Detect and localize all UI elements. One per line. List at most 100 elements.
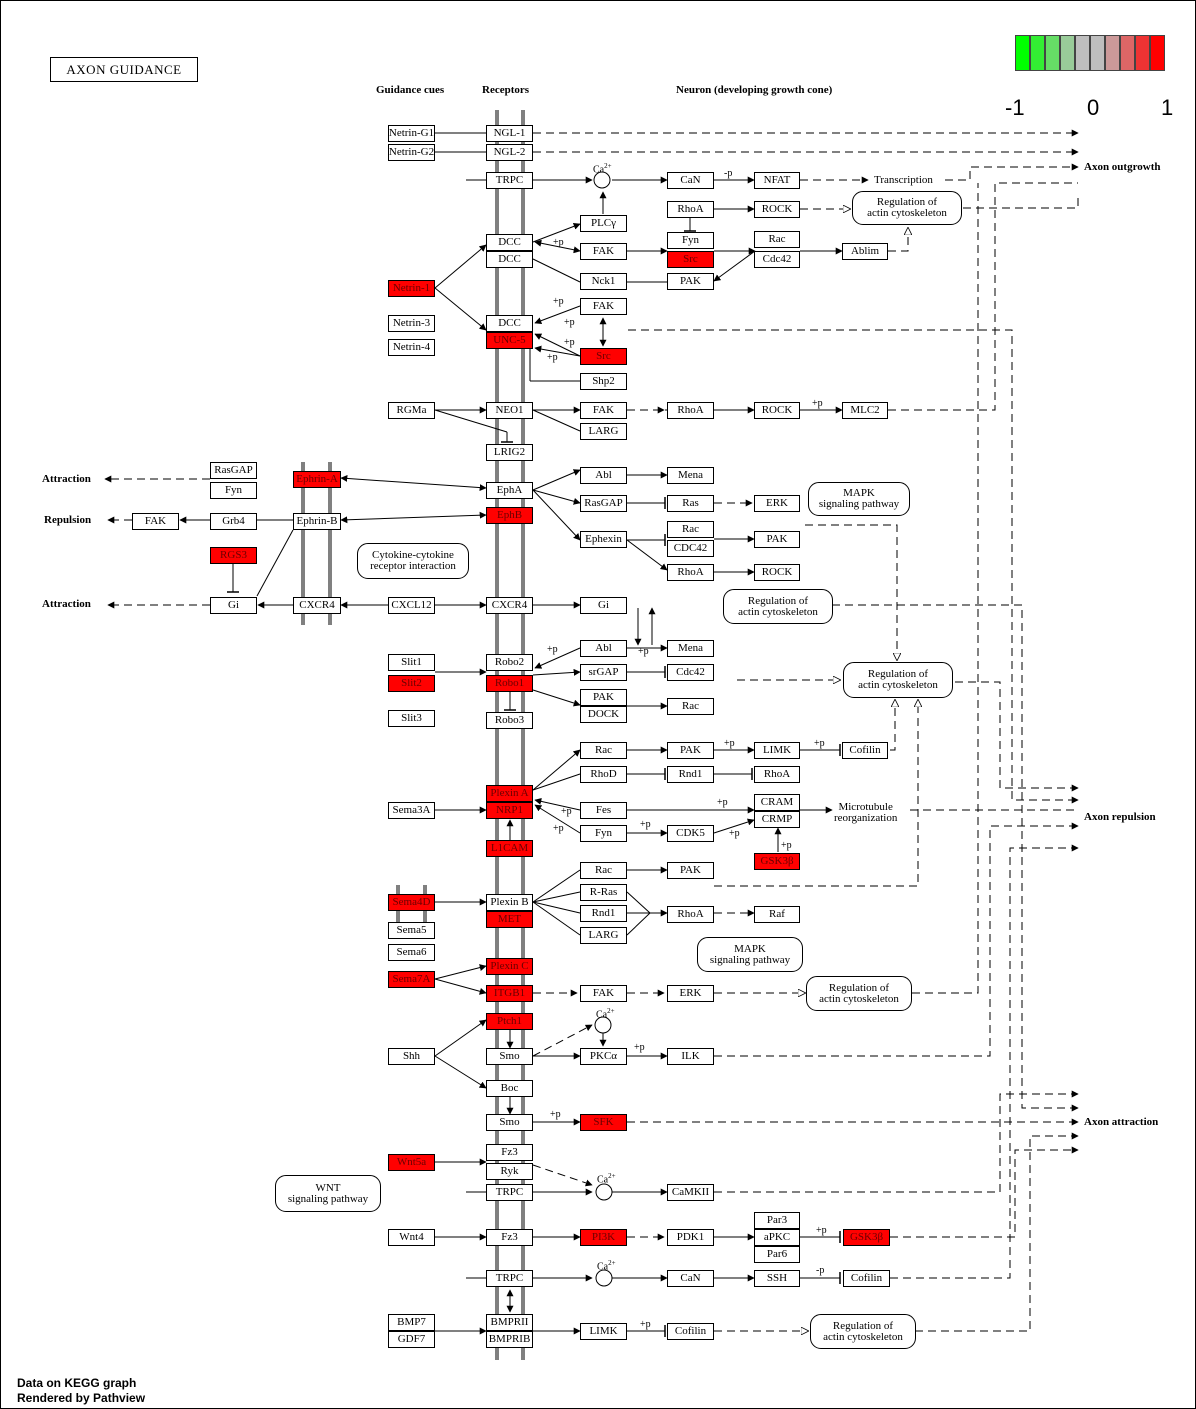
gene-node[interactable]: Rac — [667, 521, 714, 538]
gene-node[interactable]: Cofilin — [842, 742, 888, 759]
gene-node[interactable]: NEO1 — [486, 402, 533, 419]
gene-node[interactable]: PDK1 — [667, 1229, 714, 1246]
gene-node[interactable]: Mena — [667, 640, 714, 657]
gene-node[interactable]: Netrin-G1 — [388, 125, 435, 142]
gene-node[interactable]: Shp2 — [580, 373, 627, 390]
gene-node[interactable]: RhoA — [667, 201, 714, 218]
gene-node[interactable]: LARG — [580, 927, 627, 944]
gene-node[interactable]: SSH — [754, 1270, 800, 1287]
gene-node[interactable]: Fes — [580, 802, 627, 819]
gene-node[interactable]: Par3 — [754, 1212, 800, 1229]
gene-node[interactable]: Slit2 — [388, 675, 435, 692]
gene-node[interactable]: BMPRIB — [486, 1331, 533, 1348]
gene-node[interactable]: FAK — [580, 985, 627, 1002]
gene-node[interactable]: CXCR4 — [293, 597, 341, 614]
gene-node[interactable]: CXCL12 — [388, 597, 435, 614]
gene-node[interactable]: Nck1 — [580, 273, 627, 290]
gene-node[interactable]: Rnd1 — [580, 905, 627, 922]
gene-node[interactable]: TRPC — [486, 1270, 533, 1287]
gene-node[interactable]: Abl — [580, 467, 627, 484]
gene-node[interactable]: RhoA — [667, 906, 714, 923]
gene-node[interactable]: PI3K — [580, 1229, 627, 1246]
gene-node[interactable]: Sema5 — [388, 922, 435, 939]
gene-node[interactable]: NFAT — [754, 172, 800, 189]
gene-node[interactable]: PLCγ — [580, 215, 627, 232]
gene-node[interactable]: FAK — [580, 298, 627, 315]
gene-node[interactable]: CDC42 — [667, 540, 714, 557]
gene-node[interactable]: Ephexin — [580, 531, 627, 548]
gene-node[interactable]: Netrin-1 — [388, 280, 435, 297]
gene-node[interactable]: GSK3β — [843, 1229, 890, 1246]
gene-node[interactable]: PAK — [667, 862, 714, 879]
gene-node[interactable]: NGL-1 — [486, 125, 533, 142]
gene-node[interactable]: MLC2 — [842, 402, 888, 419]
gene-node[interactable]: CXCR4 — [486, 597, 533, 614]
gene-node[interactable]: NGL-2 — [486, 144, 533, 161]
gene-node[interactable]: Gi — [210, 597, 257, 614]
gene-node[interactable]: Ptch1 — [486, 1013, 533, 1030]
gene-node[interactable]: Cofilin — [843, 1270, 890, 1287]
gene-node[interactable]: RhoA — [667, 402, 714, 419]
gene-node[interactable]: RhoD — [580, 766, 627, 783]
gene-node[interactable]: L1CAM — [486, 840, 533, 857]
gene-node[interactable]: Grb4 — [210, 513, 257, 530]
gene-node[interactable]: FAK — [580, 402, 627, 419]
gene-node[interactable]: CaMKII — [667, 1184, 714, 1201]
pathway-ref-actin-cytoskeleton[interactable]: Regulation of actin cytoskeleton — [852, 191, 962, 225]
gene-node[interactable]: Plexin A — [486, 785, 533, 802]
gene-node[interactable]: Netrin-3 — [388, 315, 435, 332]
gene-node[interactable]: LRIG2 — [486, 444, 533, 461]
gene-node[interactable]: RasGAP — [580, 495, 627, 512]
gene-node[interactable]: PKCα — [580, 1048, 627, 1065]
gene-node[interactable]: Fyn — [580, 825, 627, 842]
gene-node[interactable]: RasGAP — [210, 462, 257, 479]
gene-node[interactable]: EphB — [486, 507, 533, 524]
gene-node[interactable]: Gi — [580, 597, 627, 614]
pathway-ref-actin-cytoskeleton[interactable]: Regulation of actin cytoskeleton — [806, 976, 912, 1011]
gene-node[interactable]: ILK — [667, 1048, 714, 1065]
gene-node[interactable]: Fz3 — [486, 1144, 533, 1161]
gene-node[interactable]: DOCK — [580, 706, 627, 723]
gene-node[interactable]: Plexin B — [486, 894, 533, 911]
gene-node[interactable]: DCC — [486, 234, 533, 251]
gene-node[interactable]: ROCK — [754, 564, 800, 581]
gene-node[interactable]: Wnt4 — [388, 1229, 435, 1246]
gene-node[interactable]: Cdc42 — [754, 251, 800, 268]
gene-node[interactable]: MET — [486, 911, 533, 928]
gene-node[interactable]: Rnd1 — [667, 766, 714, 783]
gene-node[interactable]: Raf — [754, 906, 800, 923]
gene-node[interactable]: BMP7 — [388, 1314, 435, 1331]
gene-node[interactable]: Netrin-4 — [388, 339, 435, 356]
gene-node[interactable]: EphA — [486, 482, 533, 499]
gene-node[interactable]: Ephrin-A — [293, 471, 341, 488]
gene-node[interactable]: srGAP — [580, 664, 627, 681]
gene-node[interactable]: Fz3 — [486, 1229, 533, 1246]
gene-node[interactable]: Rac — [667, 698, 714, 715]
gene-node[interactable]: Sema6 — [388, 944, 435, 961]
gene-node[interactable]: PAK — [580, 689, 627, 706]
gene-node[interactable]: FAK — [580, 243, 627, 260]
gene-node[interactable]: Slit3 — [388, 710, 435, 727]
gene-node[interactable]: UNC-5 — [486, 332, 533, 349]
gene-node[interactable]: Rac — [754, 231, 800, 248]
gene-node[interactable]: Sema3A — [388, 802, 435, 819]
gene-node[interactable]: LIMK — [754, 742, 800, 759]
gene-node[interactable]: CaN — [667, 172, 714, 189]
gene-node[interactable]: SFK — [580, 1114, 627, 1131]
gene-node[interactable]: Robo3 — [486, 712, 533, 729]
gene-node[interactable]: PAK — [754, 531, 800, 548]
gene-node[interactable]: Ras — [667, 495, 714, 512]
gene-node[interactable]: Smo — [486, 1114, 533, 1131]
gene-node[interactable]: CDK5 — [667, 825, 714, 842]
pathway-ref-mapk[interactable]: MAPK signaling pathway — [808, 482, 910, 516]
gene-node[interactable]: Sema7A — [388, 971, 435, 988]
gene-node[interactable]: GDF7 — [388, 1331, 435, 1348]
gene-node[interactable]: Cdc42 — [667, 664, 714, 681]
gene-node[interactable]: ITGB1 — [486, 985, 533, 1002]
gene-node[interactable]: CaN — [667, 1270, 714, 1287]
gene-node[interactable]: Mena — [667, 467, 714, 484]
pathway-ref-wnt[interactable]: WNT signaling pathway — [275, 1175, 381, 1212]
gene-node[interactable]: LIMK — [580, 1323, 627, 1340]
gene-node[interactable]: GSK3β — [754, 853, 800, 870]
gene-node[interactable]: Ryk — [486, 1163, 533, 1180]
